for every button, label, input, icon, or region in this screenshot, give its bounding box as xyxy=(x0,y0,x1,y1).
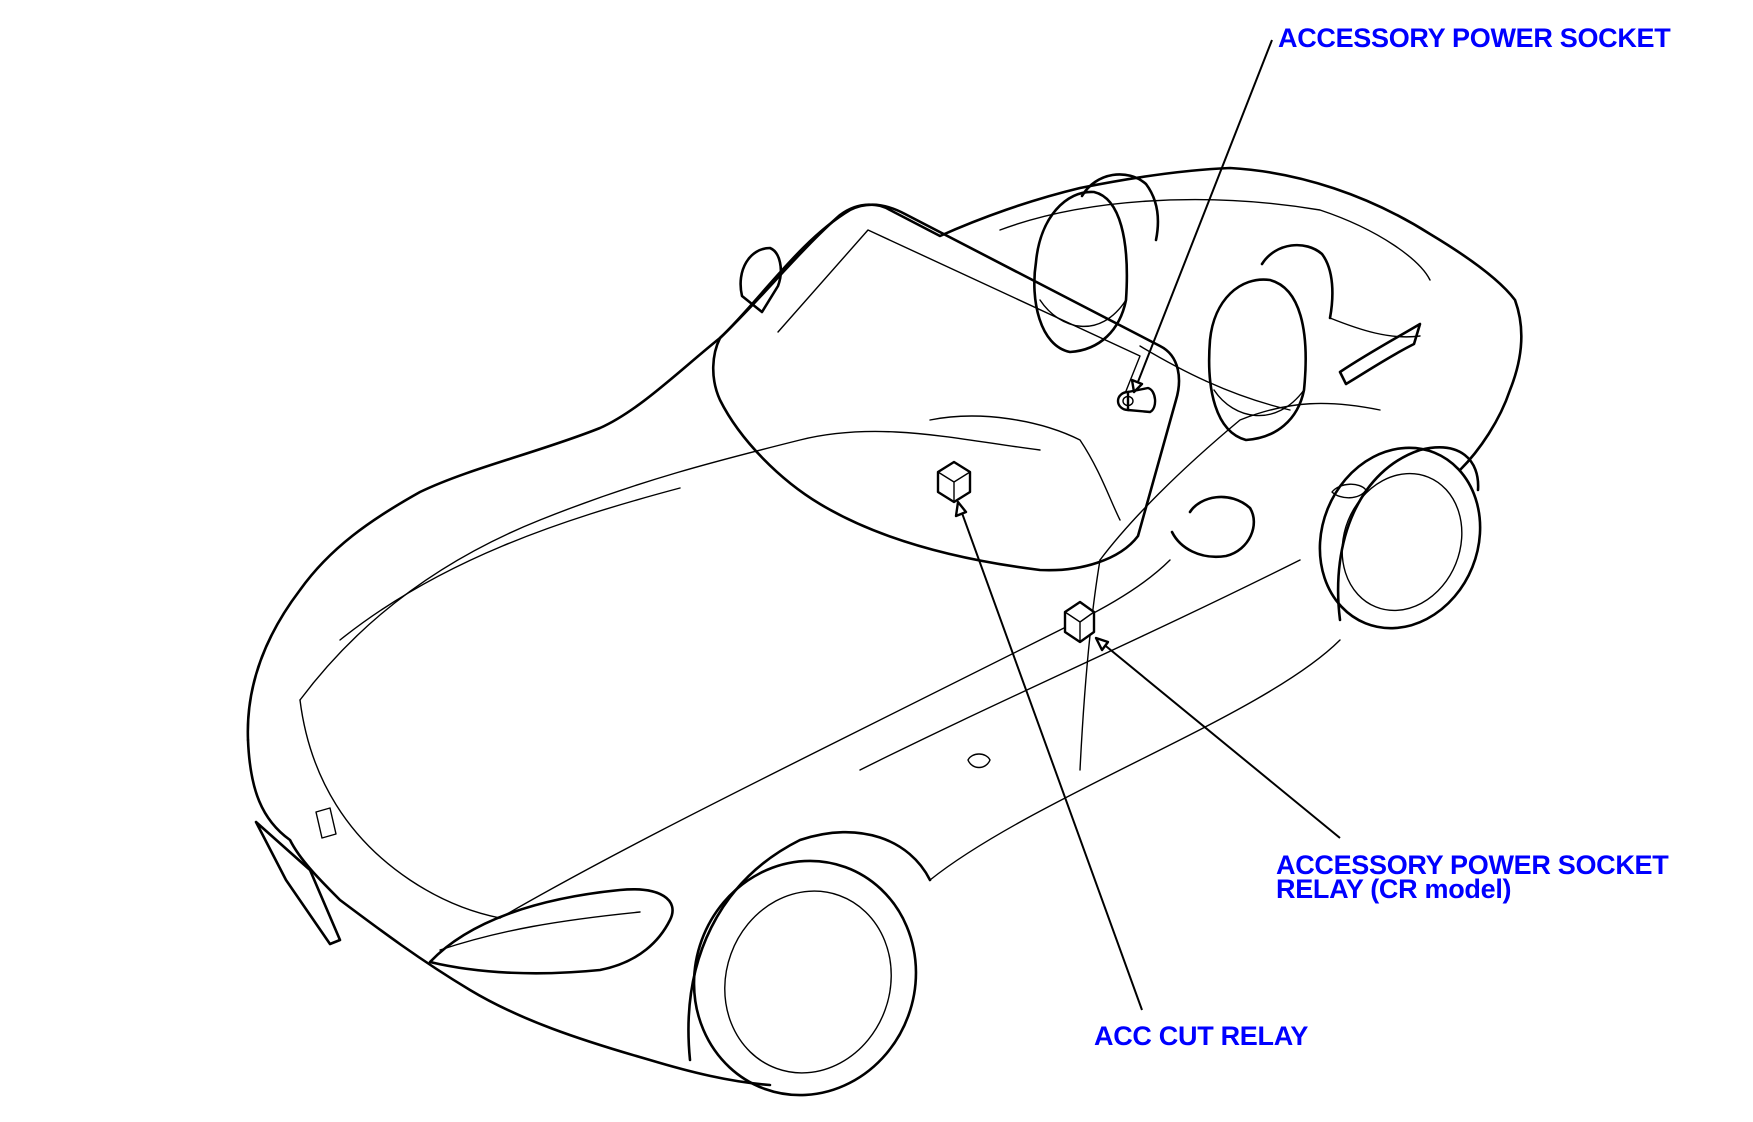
accessory-power-socket-part xyxy=(1116,386,1157,414)
label-text: ACCESSORY POWER SOCKET xyxy=(1278,23,1671,53)
label-text: ACC CUT RELAY xyxy=(1094,1021,1309,1051)
car-outline xyxy=(246,166,1523,1097)
leader-socket-relay xyxy=(1095,637,1341,839)
label-accessory-power-socket: ACCESSORY POWER SOCKET xyxy=(1278,23,1671,53)
leader-acc-cut-relay xyxy=(957,501,1143,1011)
seats-and-rollbars xyxy=(999,173,1431,442)
accessory-power-socket-relay-part xyxy=(1063,600,1096,644)
label-line-2: RELAY (CR model) xyxy=(1276,874,1512,904)
leader-accessory-power-socket xyxy=(1133,39,1273,393)
label-line-1: ACCESSORY POWER SOCKET xyxy=(1276,850,1669,880)
label-acc-cut-relay: ACC CUT RELAY xyxy=(1094,1021,1309,1051)
acc-cut-relay-part xyxy=(936,460,972,504)
label-accessory-power-socket-relay: ACCESSORY POWER SOCKET RELAY (CR model) xyxy=(1276,850,1669,904)
leader-lines xyxy=(954,39,1341,1011)
windshield xyxy=(711,203,1256,572)
